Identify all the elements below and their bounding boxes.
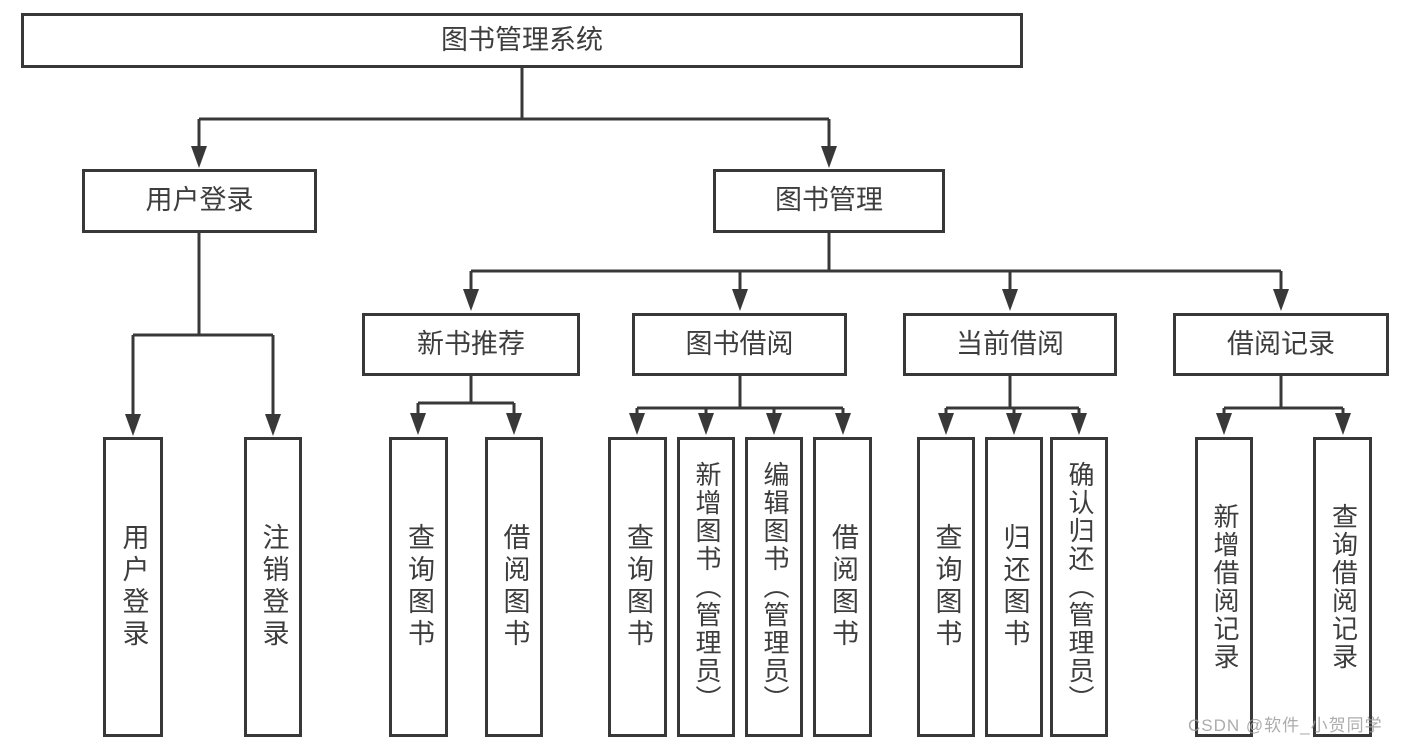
leaf-query-book-current: 查询图书 bbox=[917, 437, 975, 737]
node-borrowing-records-label: 借阅记录 bbox=[1227, 328, 1335, 359]
leaf-borrow-book-label: 借阅图书 bbox=[828, 523, 859, 651]
leaf-edit-book-admin: 编辑图书（管理员） bbox=[745, 437, 803, 737]
leaf-return-book-label: 归还图书 bbox=[999, 523, 1030, 651]
node-new-book-recommend: 新书推荐 bbox=[362, 313, 580, 376]
leaf-borrow-book: 借阅图书 bbox=[813, 437, 872, 737]
leaf-logout-label: 注销登录 bbox=[258, 523, 289, 651]
leaf-add-borrow-record-label: 新增借阅记录 bbox=[1209, 503, 1240, 671]
node-current-borrowing: 当前借阅 bbox=[903, 313, 1117, 376]
connector-user-login-to-leaves bbox=[125, 233, 281, 436]
node-borrowing-records: 借阅记录 bbox=[1173, 313, 1389, 376]
leaf-return-book: 归还图书 bbox=[985, 437, 1043, 737]
leaf-query-borrow-record-label: 查询借阅记录 bbox=[1328, 503, 1359, 671]
leaf-borrow-book-recommend-label: 借阅图书 bbox=[499, 523, 530, 651]
leaf-borrow-book-recommend: 借阅图书 bbox=[485, 437, 543, 737]
connector-book-management-to-level3 bbox=[463, 233, 1289, 311]
node-book-management-label: 图书管理 bbox=[775, 185, 883, 216]
node-current-borrowing-label: 当前借阅 bbox=[956, 328, 1064, 359]
node-user-login-label: 用户登录 bbox=[145, 185, 254, 216]
leaf-query-book-borrowing-label: 查询图书 bbox=[623, 523, 654, 651]
leaf-query-borrow-record: 查询借阅记录 bbox=[1313, 437, 1372, 737]
node-book-borrowing: 图书借阅 bbox=[632, 313, 847, 376]
leaf-confirm-return-admin: 确认归还（管理员） bbox=[1050, 437, 1108, 737]
leaf-confirm-return-admin-label: 确认归还（管理员） bbox=[1064, 461, 1095, 713]
node-user-login: 用户登录 bbox=[82, 169, 317, 233]
leaf-user-login: 用户登录 bbox=[103, 437, 163, 737]
leaf-user-login-label: 用户登录 bbox=[118, 523, 149, 651]
leaf-query-book-recommend-label: 查询图书 bbox=[404, 523, 435, 651]
connector-new-book-recommend-to-leaves bbox=[410, 376, 522, 435]
node-book-management: 图书管理 bbox=[713, 169, 945, 233]
leaf-query-book-recommend: 查询图书 bbox=[389, 437, 448, 737]
connector-borrowing-records-to-leaves bbox=[1216, 376, 1351, 435]
leaf-query-book-current-label: 查询图书 bbox=[931, 523, 962, 651]
leaf-edit-book-admin-label: 编辑图书（管理员） bbox=[759, 461, 790, 713]
connector-root-to-level2 bbox=[191, 68, 837, 168]
connector-current-borrowing-to-leaves bbox=[938, 376, 1087, 435]
node-root: 图书管理系统 bbox=[21, 13, 1023, 68]
node-root-label: 图书管理系统 bbox=[441, 24, 603, 55]
connector-book-borrowing-to-leaves bbox=[629, 376, 851, 435]
leaf-add-book-admin-label: 新增图书（管理员） bbox=[691, 461, 722, 713]
node-new-book-recommend-label: 新书推荐 bbox=[417, 328, 525, 359]
leaf-logout: 注销登录 bbox=[244, 437, 302, 737]
watermark-text: CSDN @软件_小贺同学 bbox=[1188, 716, 1383, 735]
leaf-query-book-borrowing: 查询图书 bbox=[608, 437, 667, 737]
leaf-add-book-admin: 新增图书（管理员） bbox=[677, 437, 735, 737]
leaf-add-borrow-record: 新增借阅记录 bbox=[1195, 437, 1253, 737]
node-book-borrowing-label: 图书借阅 bbox=[685, 328, 794, 359]
